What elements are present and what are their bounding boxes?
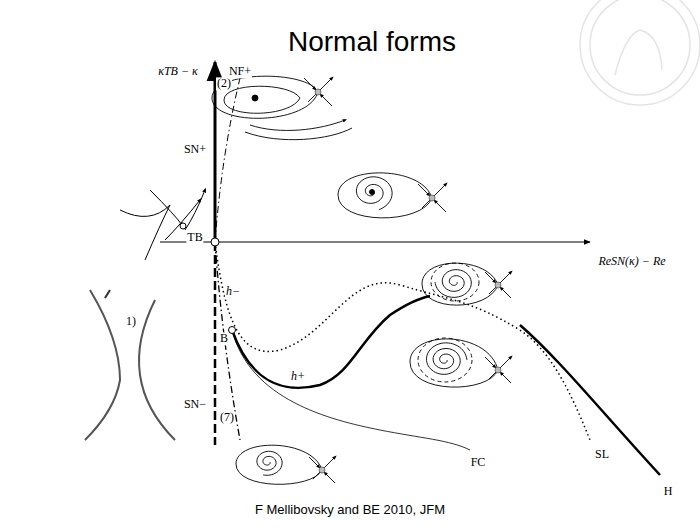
horizontal-axis	[160, 242, 590, 243]
b-point	[229, 327, 236, 334]
h-curve	[520, 325, 660, 475]
cusp-portrait	[120, 190, 205, 260]
saddle-point	[304, 78, 332, 106]
axis-label: (2)	[216, 77, 232, 90]
saddle-point	[485, 357, 511, 383]
spiral-orbit	[426, 343, 467, 374]
homoclinic-loop	[338, 173, 432, 218]
slide-title: Normal forms	[288, 27, 456, 58]
axis-label: h−	[225, 285, 241, 298]
axis-label: ReSN(κ) − Re	[597, 255, 666, 268]
limit-cycle	[431, 263, 479, 301]
axis-label: FC	[470, 456, 487, 469]
sl-curve	[215, 242, 590, 440]
homoclinic-loop	[410, 339, 498, 387]
homoclinic-loop	[224, 86, 300, 113]
axis-label: h+	[290, 370, 306, 383]
axis-label: B	[219, 332, 229, 345]
axis-label: (7)	[219, 411, 235, 424]
fc-curve	[232, 330, 470, 450]
sn-minus-line	[214, 242, 217, 445]
axis-label: NF+	[228, 65, 252, 78]
saddle-point	[485, 272, 511, 298]
h-plus-curve	[232, 296, 430, 388]
spiral-orbit	[356, 177, 392, 210]
saddle-point	[418, 184, 446, 212]
nf-plus-curve	[215, 70, 242, 242]
axis-label: 1)	[125, 315, 137, 328]
spiral-orbit	[257, 451, 282, 475]
streamlines-portrait	[85, 290, 175, 440]
citation-caption: F Mellibovsky and BE 2010, JFM	[255, 503, 445, 517]
watermark-seal	[580, 0, 700, 105]
axis-label: SN−	[183, 398, 207, 411]
spiral-orbit	[435, 270, 471, 298]
limit-cycle	[418, 338, 472, 382]
axis-label: SN+	[183, 143, 207, 156]
axis-label: κTB − κ	[157, 65, 199, 78]
axis-label: SL	[594, 448, 610, 461]
homoclinic-loop	[236, 445, 322, 484]
homoclinic-loop	[422, 263, 498, 305]
tb-point	[211, 238, 219, 246]
saddle-point	[309, 457, 335, 483]
axis-label: TB	[186, 231, 203, 244]
phase-portraits	[212, 76, 511, 484]
axis-label: H	[663, 485, 674, 498]
homoclinic-loop	[212, 76, 318, 118]
